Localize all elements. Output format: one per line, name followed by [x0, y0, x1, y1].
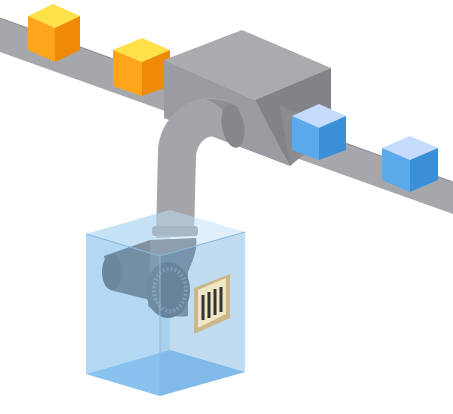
input-box-2 [113, 38, 170, 96]
input-box-1 [28, 4, 80, 62]
enclosure-front [86, 234, 160, 396]
output-box-1 [292, 104, 346, 160]
